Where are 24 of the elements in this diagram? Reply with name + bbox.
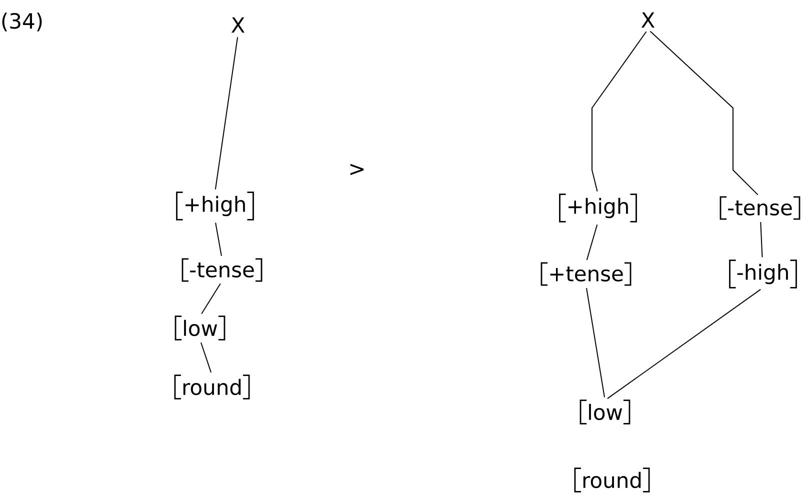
feature-matrix: -high <box>729 260 797 288</box>
tree-line <box>214 36 238 190</box>
tree-line <box>215 222 222 256</box>
feature-matrix: -tense <box>182 258 262 282</box>
feature-matrix: round <box>174 374 250 400</box>
tree-line <box>201 283 221 314</box>
feature-matrix: round <box>574 468 650 492</box>
feature-matrix: +tense <box>540 262 632 286</box>
tree-line <box>586 288 606 398</box>
feature-matrix: +high <box>559 194 637 222</box>
tree-line <box>650 30 758 196</box>
feature-matrix: low <box>174 316 226 340</box>
greater-than-sign: > <box>350 164 364 176</box>
tree-line <box>586 224 598 261</box>
example-number: (34) <box>2 12 42 32</box>
feature-matrix: +high <box>176 192 254 220</box>
root-symbol: X <box>641 12 655 28</box>
feature-matrix: low <box>580 400 630 424</box>
tree-line <box>760 222 763 258</box>
tree-line <box>606 288 762 400</box>
tree-line <box>200 342 212 373</box>
tree-line <box>592 31 647 192</box>
root-symbol: X <box>231 17 245 33</box>
feature-matrix: -tense <box>720 196 800 220</box>
